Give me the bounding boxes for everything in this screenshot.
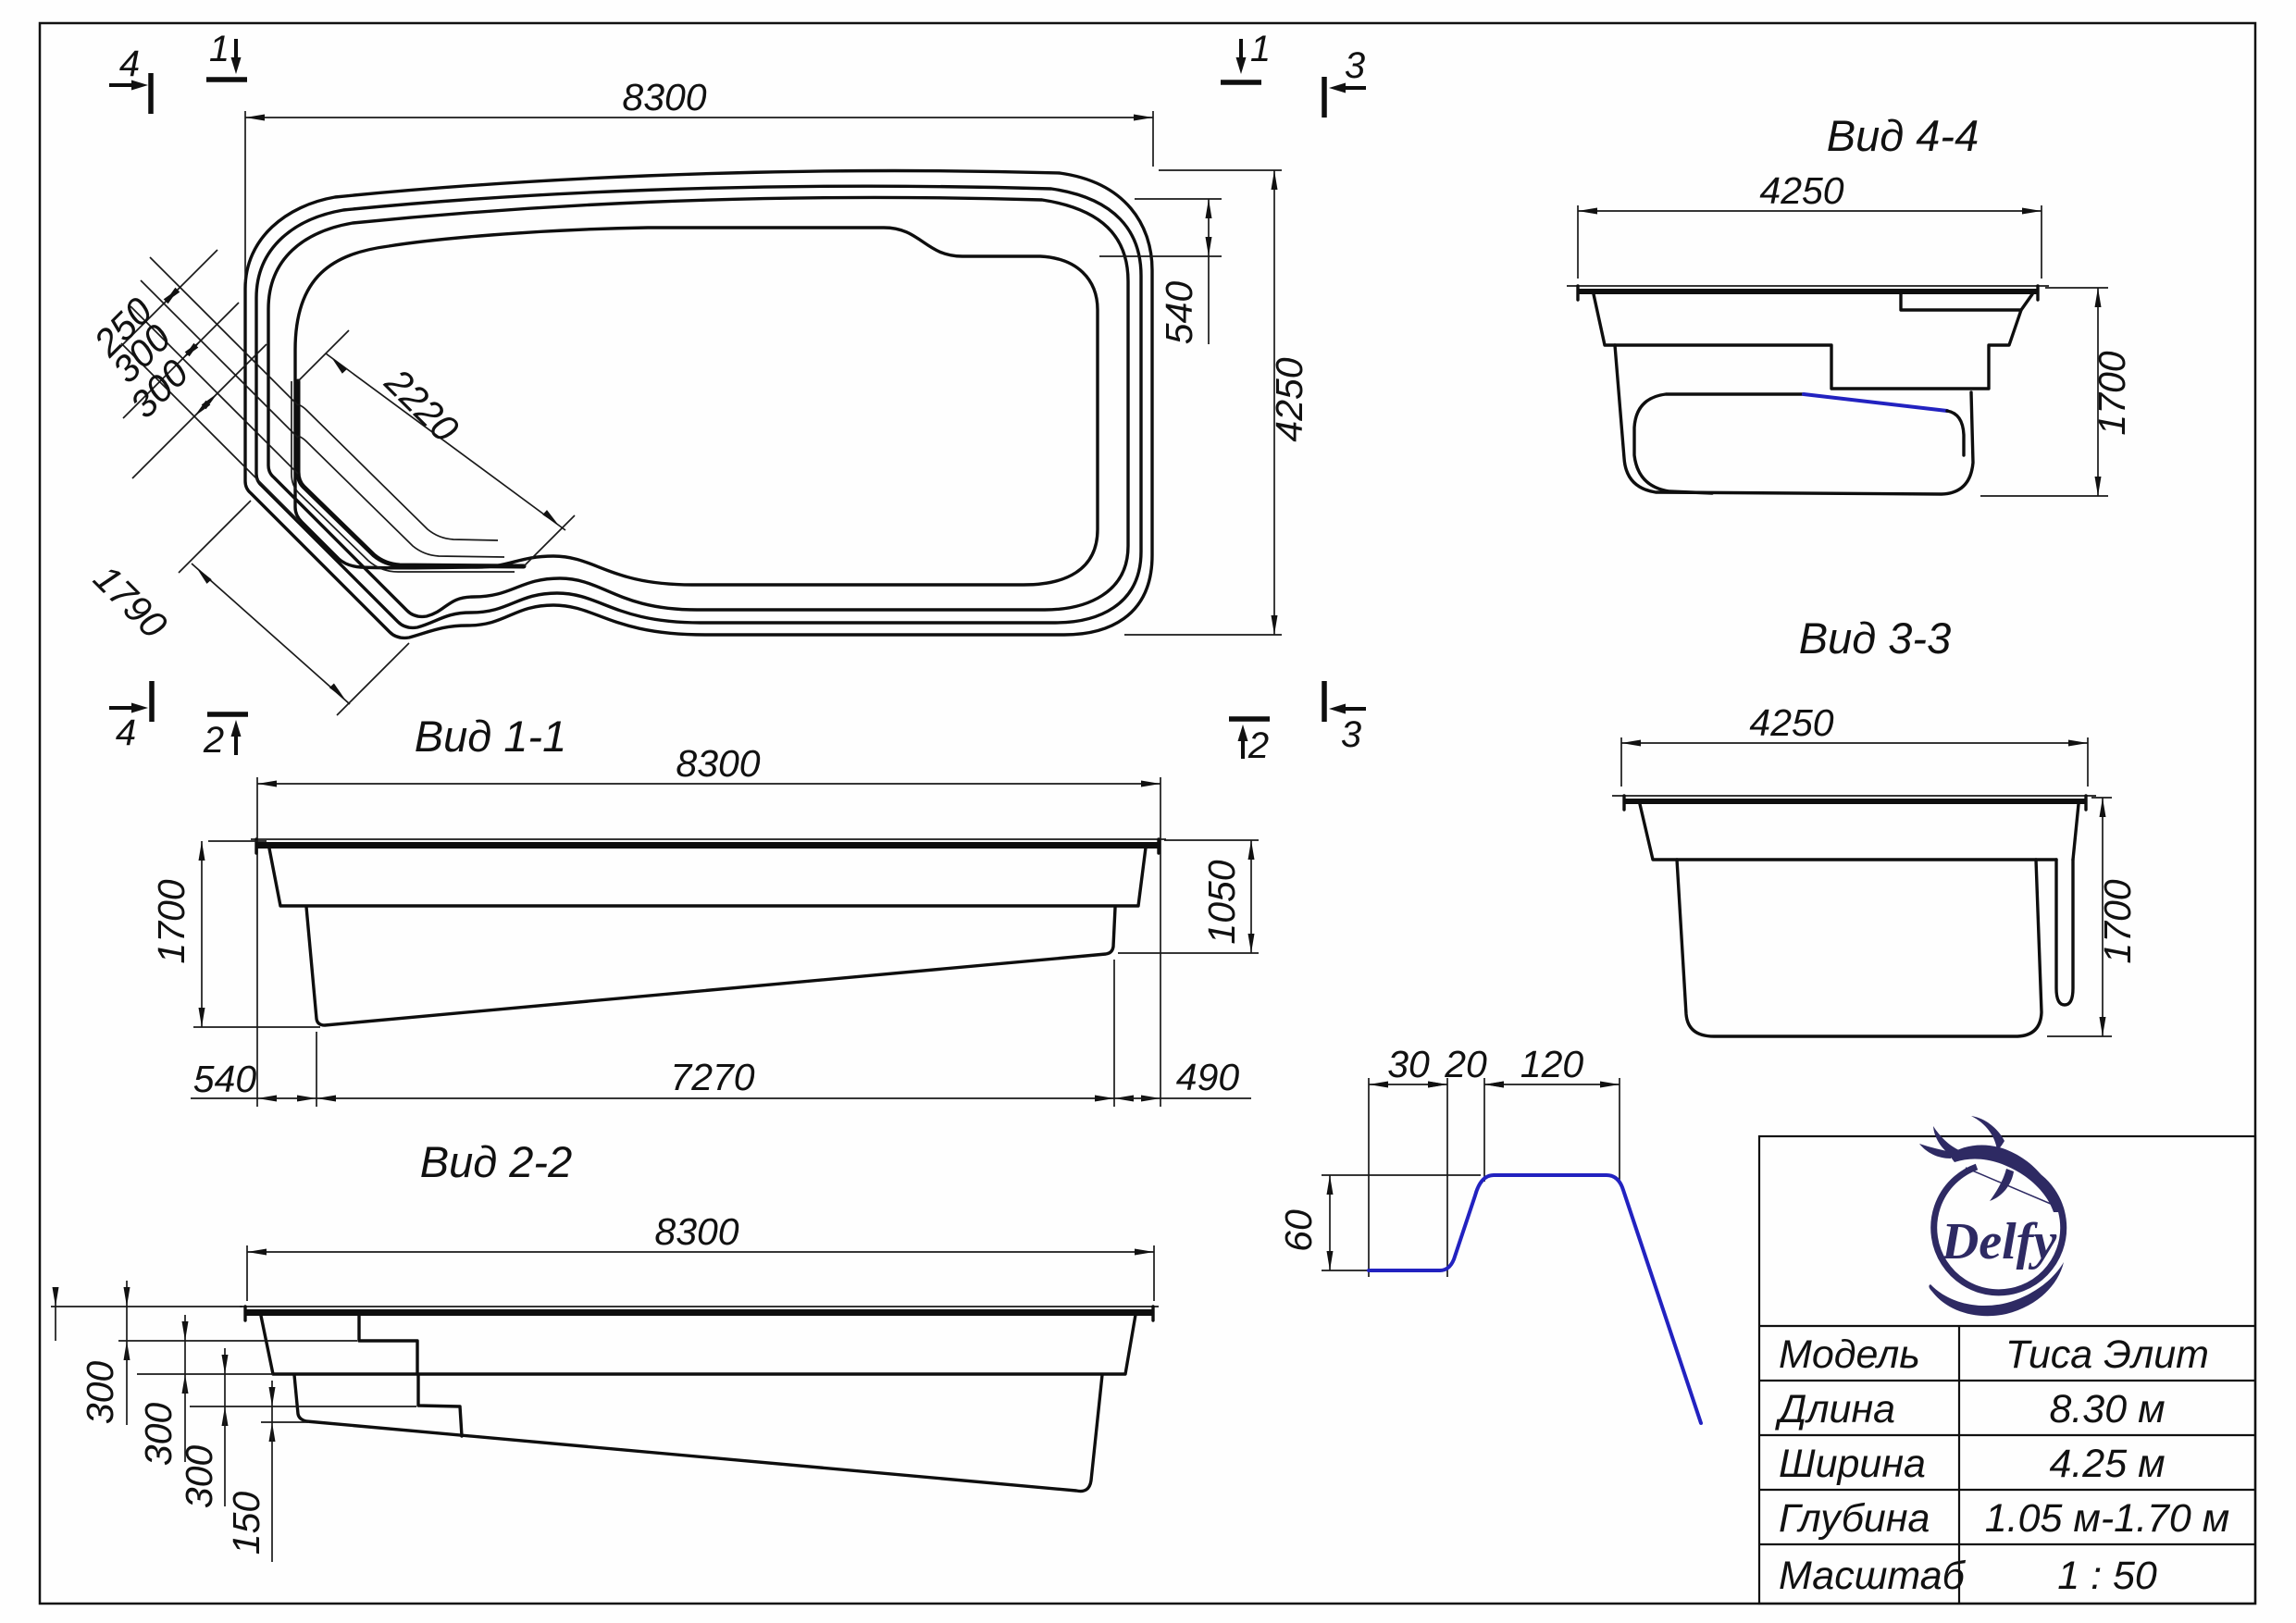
svg-text:7270: 7270 [670,1056,754,1098]
svg-text:2: 2 [203,720,224,761]
svg-text:300: 300 [79,1361,121,1425]
svg-text:3: 3 [1345,45,1365,86]
svg-text:1: 1 [209,29,230,69]
svg-text:8.30 м: 8.30 м [2049,1387,2165,1431]
svg-text:4.25 м: 4.25 м [2049,1442,2165,1486]
svg-text:490: 490 [1176,1056,1240,1098]
svg-text:2: 2 [1247,725,1269,766]
svg-text:540: 540 [193,1058,257,1100]
svg-text:8300: 8300 [622,76,706,118]
svg-text:Delfy: Delfy [1941,1213,2058,1270]
svg-text:Длина: Длина [1775,1387,1895,1431]
svg-text:30: 30 [1387,1043,1430,1085]
svg-text:Вид 4-4: Вид 4-4 [1827,111,1979,160]
svg-text:1700: 1700 [2091,351,2133,435]
svg-text:1700: 1700 [2096,879,2139,963]
svg-text:Ширина: Ширина [1779,1442,1926,1486]
svg-text:20: 20 [1444,1043,1487,1085]
svg-text:60: 60 [1277,1209,1320,1252]
svg-text:1050: 1050 [1200,860,1243,944]
svg-text:300: 300 [137,1403,180,1467]
svg-text:4: 4 [119,43,140,84]
svg-text:1.05 м-1.70 м: 1.05 м-1.70 м [1985,1496,2230,1541]
svg-text:4250: 4250 [1759,169,1843,212]
svg-text:1 : 50: 1 : 50 [2057,1554,2157,1598]
svg-text:4250: 4250 [1749,701,1833,744]
svg-text:8300: 8300 [676,742,760,785]
svg-text:120: 120 [1520,1043,1584,1085]
svg-text:300: 300 [178,1445,220,1509]
svg-text:Вид 2-2: Вид 2-2 [420,1137,572,1186]
svg-text:4250: 4250 [1268,357,1310,441]
svg-text:1700: 1700 [150,879,192,963]
svg-text:Модель: Модель [1779,1332,1920,1377]
svg-text:Масштаб: Масштаб [1779,1554,1967,1598]
svg-text:3: 3 [1341,714,1361,755]
svg-text:1: 1 [1250,29,1271,69]
svg-text:Вид 3-3: Вид 3-3 [1799,613,1951,663]
svg-text:8300: 8300 [654,1210,738,1253]
svg-text:4: 4 [116,712,136,753]
svg-text:540: 540 [1158,281,1200,345]
svg-text:Вид 1-1: Вид 1-1 [415,712,566,761]
svg-text:Тиса Элит: Тиса Элит [2005,1332,2209,1377]
svg-text:150: 150 [225,1492,267,1555]
svg-text:Глубина: Глубина [1779,1496,1930,1541]
